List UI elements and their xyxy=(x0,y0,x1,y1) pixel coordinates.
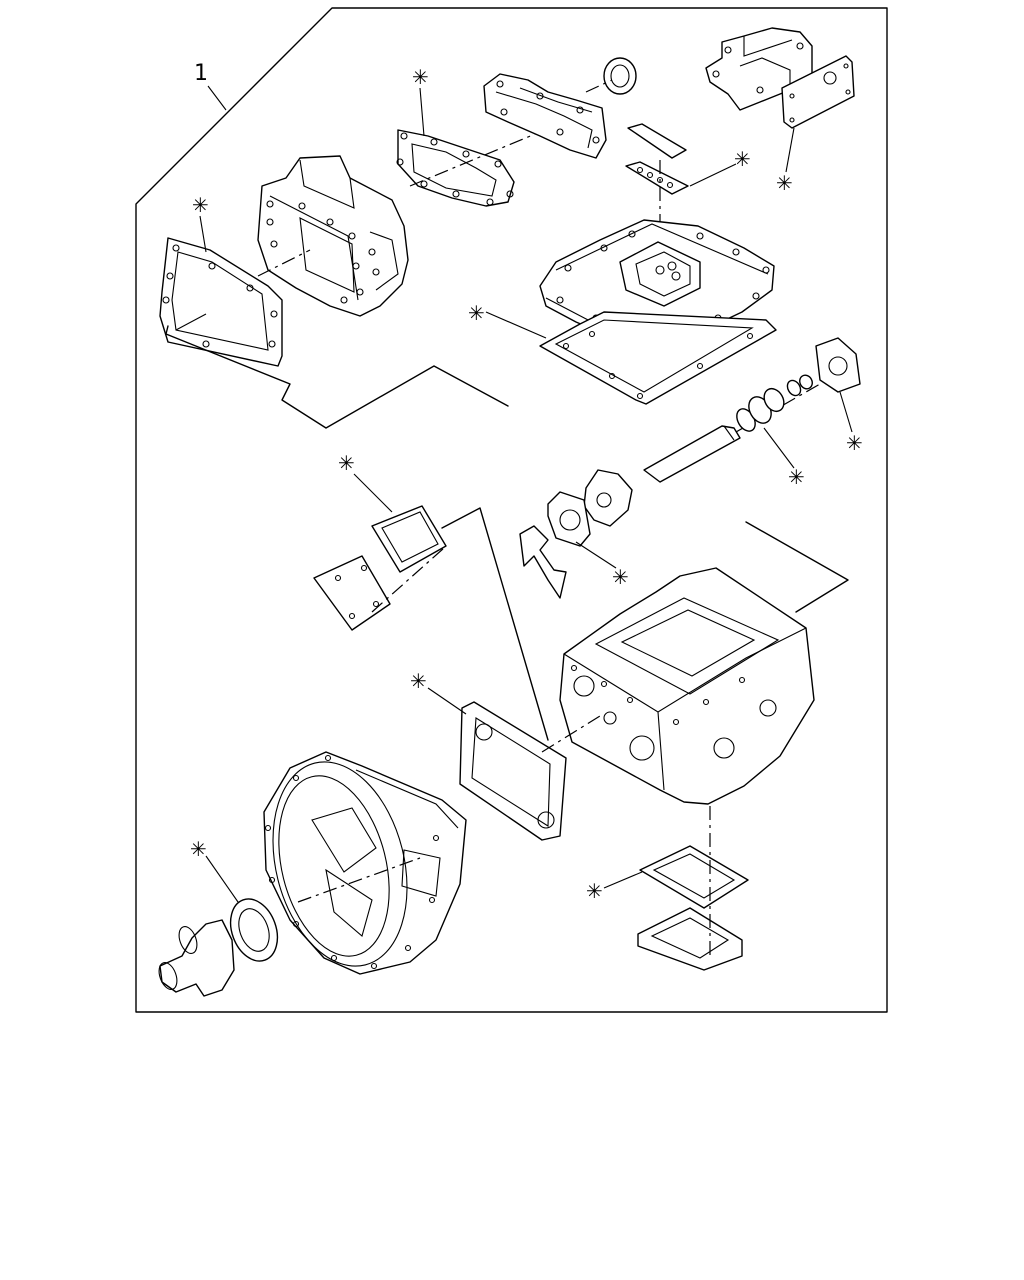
selector-shaft xyxy=(643,425,741,483)
marker-inspection-gasket: ✳ xyxy=(338,451,355,475)
leader-shaft-end xyxy=(839,391,853,433)
transmission-case xyxy=(559,567,815,805)
marker-gasket-strip: ✳ xyxy=(734,147,751,171)
front-cover-housing xyxy=(257,155,409,317)
group-bracket-mid xyxy=(441,507,549,741)
leader-gasket-strip xyxy=(689,163,737,187)
diagram-frame xyxy=(135,7,888,1013)
shift-fork xyxy=(519,525,567,599)
marker-bearing-gasket: ✳ xyxy=(190,837,207,861)
item-number-label: 1 xyxy=(194,61,208,86)
gasket-bearing-retainer xyxy=(229,898,279,962)
marker-shaft-end: ✳ xyxy=(846,431,863,455)
marker-gasket-pto: ✳ xyxy=(776,171,793,195)
marker-bottom-gasket: ✳ xyxy=(586,879,603,903)
pump-plate xyxy=(483,73,607,159)
gasket-case-front xyxy=(459,701,567,841)
gasket-pto-cover xyxy=(781,55,855,129)
shaft-end-gasket xyxy=(815,337,861,393)
leader-case-front xyxy=(427,687,467,715)
bottom-cover xyxy=(637,907,743,971)
gasket-top-cover xyxy=(539,311,777,405)
marker-fork-gasket: ✳ xyxy=(612,565,629,589)
oil-seal-ring xyxy=(603,57,637,95)
marker-gasket-front: ✳ xyxy=(192,193,209,217)
leader-gasket-front xyxy=(199,215,207,253)
marker-gasket-top: ✳ xyxy=(468,301,485,325)
leader-bottom-gasket xyxy=(603,871,643,889)
small-gasket-strip xyxy=(625,161,689,195)
shift-fork-housing xyxy=(583,469,633,527)
leader-seal-rings xyxy=(763,427,795,469)
small-cover-plate xyxy=(627,123,687,159)
group-bracket-right xyxy=(745,521,849,613)
gasket-pump-plate xyxy=(396,129,515,207)
gasket-front-cover xyxy=(159,237,283,367)
shaft-seal-rings xyxy=(736,374,813,432)
marker-seal-rings: ✳ xyxy=(788,465,805,489)
leader-gasket-pto xyxy=(785,127,795,173)
marker-case-front: ✳ xyxy=(410,669,427,693)
leader-gasket-top xyxy=(485,311,547,339)
leader-fork-gasket xyxy=(575,541,617,569)
group-bracket-upper xyxy=(165,325,509,429)
inspection-cover xyxy=(313,555,391,631)
item-number-leader xyxy=(207,85,227,111)
clutch-housing xyxy=(263,751,467,975)
leader-inspection-gasket xyxy=(353,473,393,513)
gasket-bottom-cover xyxy=(639,845,749,909)
leader-gasket-pump xyxy=(419,87,425,137)
bearing-retainer xyxy=(158,919,235,997)
leader-bearing-gasket xyxy=(205,855,239,903)
gasket-fork-housing xyxy=(547,491,591,547)
marker-gasket-pump: ✳ xyxy=(412,65,429,89)
gasket-inspection-cover xyxy=(371,505,447,573)
